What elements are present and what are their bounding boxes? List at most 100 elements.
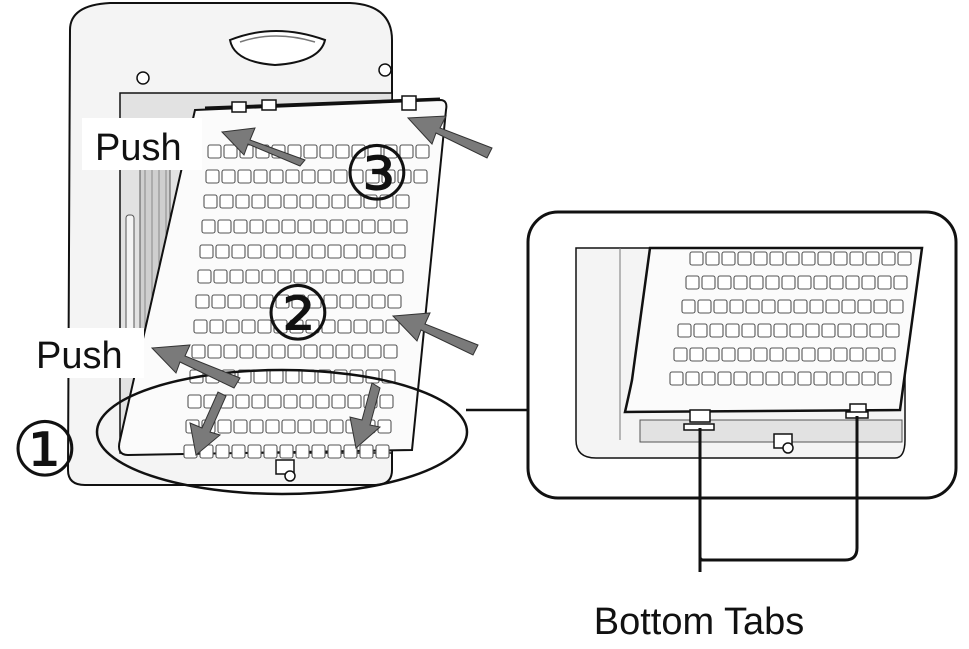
grille-cell bbox=[327, 444, 342, 459]
grille-cell bbox=[297, 219, 312, 234]
grille-cell bbox=[291, 294, 306, 309]
grille-cell bbox=[359, 244, 374, 259]
grille-cell bbox=[317, 369, 332, 384]
grille-cell bbox=[297, 419, 312, 434]
grille-cell bbox=[717, 371, 732, 386]
grille-cell bbox=[415, 144, 430, 159]
grille-cell bbox=[269, 369, 284, 384]
grille-cell bbox=[701, 275, 716, 290]
grille-cell bbox=[279, 444, 294, 459]
grille-cell bbox=[369, 319, 384, 334]
grille-cell bbox=[693, 323, 708, 338]
grille-cell bbox=[307, 294, 322, 309]
grille-cell bbox=[861, 371, 876, 386]
grille-cell bbox=[813, 371, 828, 386]
grille-cell bbox=[315, 194, 330, 209]
grille-cell bbox=[889, 299, 904, 314]
grille-cell bbox=[249, 219, 264, 234]
grille-cell bbox=[287, 344, 302, 359]
grille-cell bbox=[885, 323, 900, 338]
grille-cell bbox=[257, 319, 272, 334]
grille-cell bbox=[211, 294, 226, 309]
grille-cell bbox=[721, 251, 736, 266]
grille-cell bbox=[753, 347, 768, 362]
grille-cell bbox=[361, 219, 376, 234]
grille-cell bbox=[765, 371, 780, 386]
grille-cell bbox=[685, 275, 700, 290]
grille-cell bbox=[217, 419, 232, 434]
grille-cell bbox=[275, 294, 290, 309]
grille-cell bbox=[245, 269, 260, 284]
grille-cell bbox=[203, 194, 218, 209]
grille-cell bbox=[293, 269, 308, 284]
grille-cell bbox=[357, 269, 372, 284]
grille-cell bbox=[383, 344, 398, 359]
grille-cell bbox=[255, 344, 270, 359]
grille-cell bbox=[865, 347, 880, 362]
screw-left bbox=[136, 71, 150, 85]
grille-cell bbox=[765, 275, 780, 290]
push-top-label-bg bbox=[82, 118, 202, 170]
grille-cell bbox=[311, 244, 326, 259]
grille-cell bbox=[877, 275, 892, 290]
screw-right bbox=[378, 63, 392, 77]
grille-cell bbox=[289, 319, 304, 334]
grille-cell bbox=[321, 319, 336, 334]
grille-cell bbox=[263, 444, 278, 459]
grille-cell bbox=[385, 319, 400, 334]
grille-cell bbox=[205, 169, 220, 184]
grille-cell bbox=[745, 299, 760, 314]
grille-cell bbox=[349, 169, 364, 184]
step-2-label: ② bbox=[264, 272, 332, 357]
grille-cell bbox=[705, 347, 720, 362]
grille-cell bbox=[841, 299, 856, 314]
bottom-tab-left bbox=[689, 409, 711, 423]
grille-cell bbox=[363, 194, 378, 209]
grille-cell bbox=[331, 194, 346, 209]
grille-cell bbox=[845, 275, 860, 290]
grille-cell bbox=[817, 347, 832, 362]
grille-cell bbox=[749, 275, 764, 290]
grille-cell bbox=[273, 319, 288, 334]
grille-cell bbox=[219, 194, 234, 209]
grille-cell bbox=[797, 371, 812, 386]
grille-cell bbox=[261, 269, 276, 284]
grille-cell bbox=[821, 323, 836, 338]
grille-cell bbox=[383, 144, 398, 159]
grille-cell bbox=[295, 244, 310, 259]
grille-cell bbox=[265, 419, 280, 434]
detail-grille bbox=[669, 251, 912, 386]
grille-cell bbox=[379, 394, 394, 409]
grille-cell bbox=[845, 371, 860, 386]
grille-cell bbox=[375, 244, 390, 259]
grille-cell bbox=[269, 169, 284, 184]
grille-cell bbox=[397, 169, 412, 184]
grille-cell bbox=[237, 169, 252, 184]
grille-cell bbox=[343, 244, 358, 259]
bottom-tabs-label: Bottom Tabs bbox=[594, 601, 805, 643]
grille-cell bbox=[379, 194, 394, 209]
grille-cell bbox=[319, 344, 334, 359]
grille-cell bbox=[757, 323, 772, 338]
bottom-highlight-ellipse bbox=[95, 368, 469, 496]
grille-cell bbox=[317, 169, 332, 184]
grille-cell bbox=[337, 319, 352, 334]
grille-cell bbox=[375, 444, 390, 459]
grille-cell bbox=[721, 347, 736, 362]
grille-cell bbox=[221, 169, 236, 184]
grille-cell bbox=[389, 269, 404, 284]
grille-cell bbox=[725, 323, 740, 338]
grille-cell bbox=[857, 299, 872, 314]
top-tab-right bbox=[401, 95, 417, 111]
grille-cell bbox=[213, 269, 228, 284]
grille-cell bbox=[737, 251, 752, 266]
grille-cell bbox=[713, 299, 728, 314]
grille-cell bbox=[223, 144, 238, 159]
step-1-label: ① bbox=[11, 408, 79, 493]
grille-cell bbox=[209, 319, 224, 334]
grille-cell bbox=[241, 319, 256, 334]
grille-cell bbox=[271, 344, 286, 359]
grille-cell bbox=[853, 323, 868, 338]
grille-cell bbox=[705, 251, 720, 266]
grille-cell bbox=[299, 394, 314, 409]
